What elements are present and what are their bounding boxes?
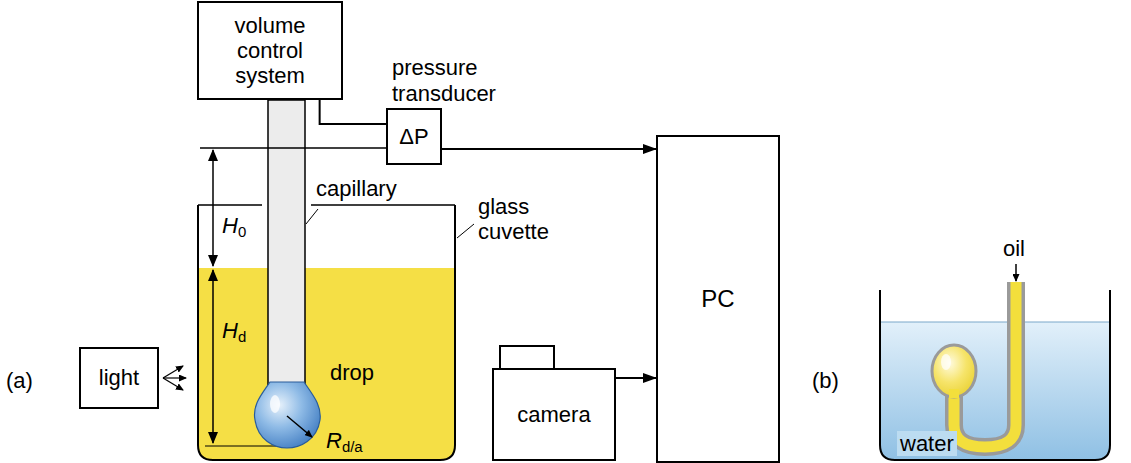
dimension-arrow bbox=[212, 270, 214, 443]
part-label: oil bbox=[1003, 236, 1025, 261]
capillary-tube bbox=[268, 100, 305, 387]
dimension-tick bbox=[205, 446, 284, 447]
signal-line bbox=[320, 100, 386, 124]
device-box: light bbox=[99, 365, 139, 390]
light-ray bbox=[163, 378, 183, 390]
part-label: drop bbox=[330, 360, 374, 385]
radius-arrow bbox=[287, 416, 312, 437]
device-box: volume control system bbox=[205, 13, 335, 89]
device-heading: pressure transducer bbox=[392, 55, 522, 106]
oil-drop-neck bbox=[949, 389, 959, 398]
camera-viewfinder bbox=[500, 346, 554, 369]
water-surface bbox=[880, 322, 1110, 323]
part-label: water bbox=[897, 431, 957, 456]
oil-drop bbox=[932, 345, 976, 397]
part-label: capillary bbox=[316, 176, 397, 201]
signal-line bbox=[442, 148, 656, 150]
pressure-line bbox=[200, 147, 386, 149]
leader-line bbox=[306, 209, 318, 224]
light-ray bbox=[163, 366, 183, 378]
device-box: camera bbox=[492, 368, 616, 461]
dimension-label: H0 bbox=[222, 213, 246, 238]
panel-label: (a) bbox=[6, 368, 33, 393]
cuvette-wall bbox=[198, 205, 455, 460]
dimension-label: Rd/a bbox=[326, 428, 363, 453]
dimension-label: Hd bbox=[222, 318, 246, 343]
drop-highlight bbox=[270, 395, 280, 413]
signal-line bbox=[616, 377, 656, 379]
device-box: PC bbox=[656, 135, 780, 463]
device-box: volume control system bbox=[197, 1, 343, 100]
symbol-text: ΔP bbox=[399, 124, 428, 149]
cuvette-rim bbox=[198, 204, 455, 206]
drop-highlight bbox=[941, 354, 951, 370]
beaker-wall bbox=[880, 290, 1110, 460]
device-box: PC bbox=[701, 285, 734, 313]
water-drop bbox=[254, 382, 320, 448]
dimension-arrow bbox=[212, 150, 214, 266]
oil-phase bbox=[198, 268, 455, 460]
device-box: camera bbox=[517, 402, 590, 427]
panel-label: (b) bbox=[812, 368, 839, 393]
flow-arrow bbox=[1015, 264, 1017, 281]
device-box: pressure transducerΔP bbox=[386, 108, 442, 165]
leader-line bbox=[457, 224, 474, 238]
light-ray bbox=[163, 377, 186, 378]
part-label: glass cuvette bbox=[478, 194, 568, 245]
device-box: light bbox=[79, 347, 159, 409]
